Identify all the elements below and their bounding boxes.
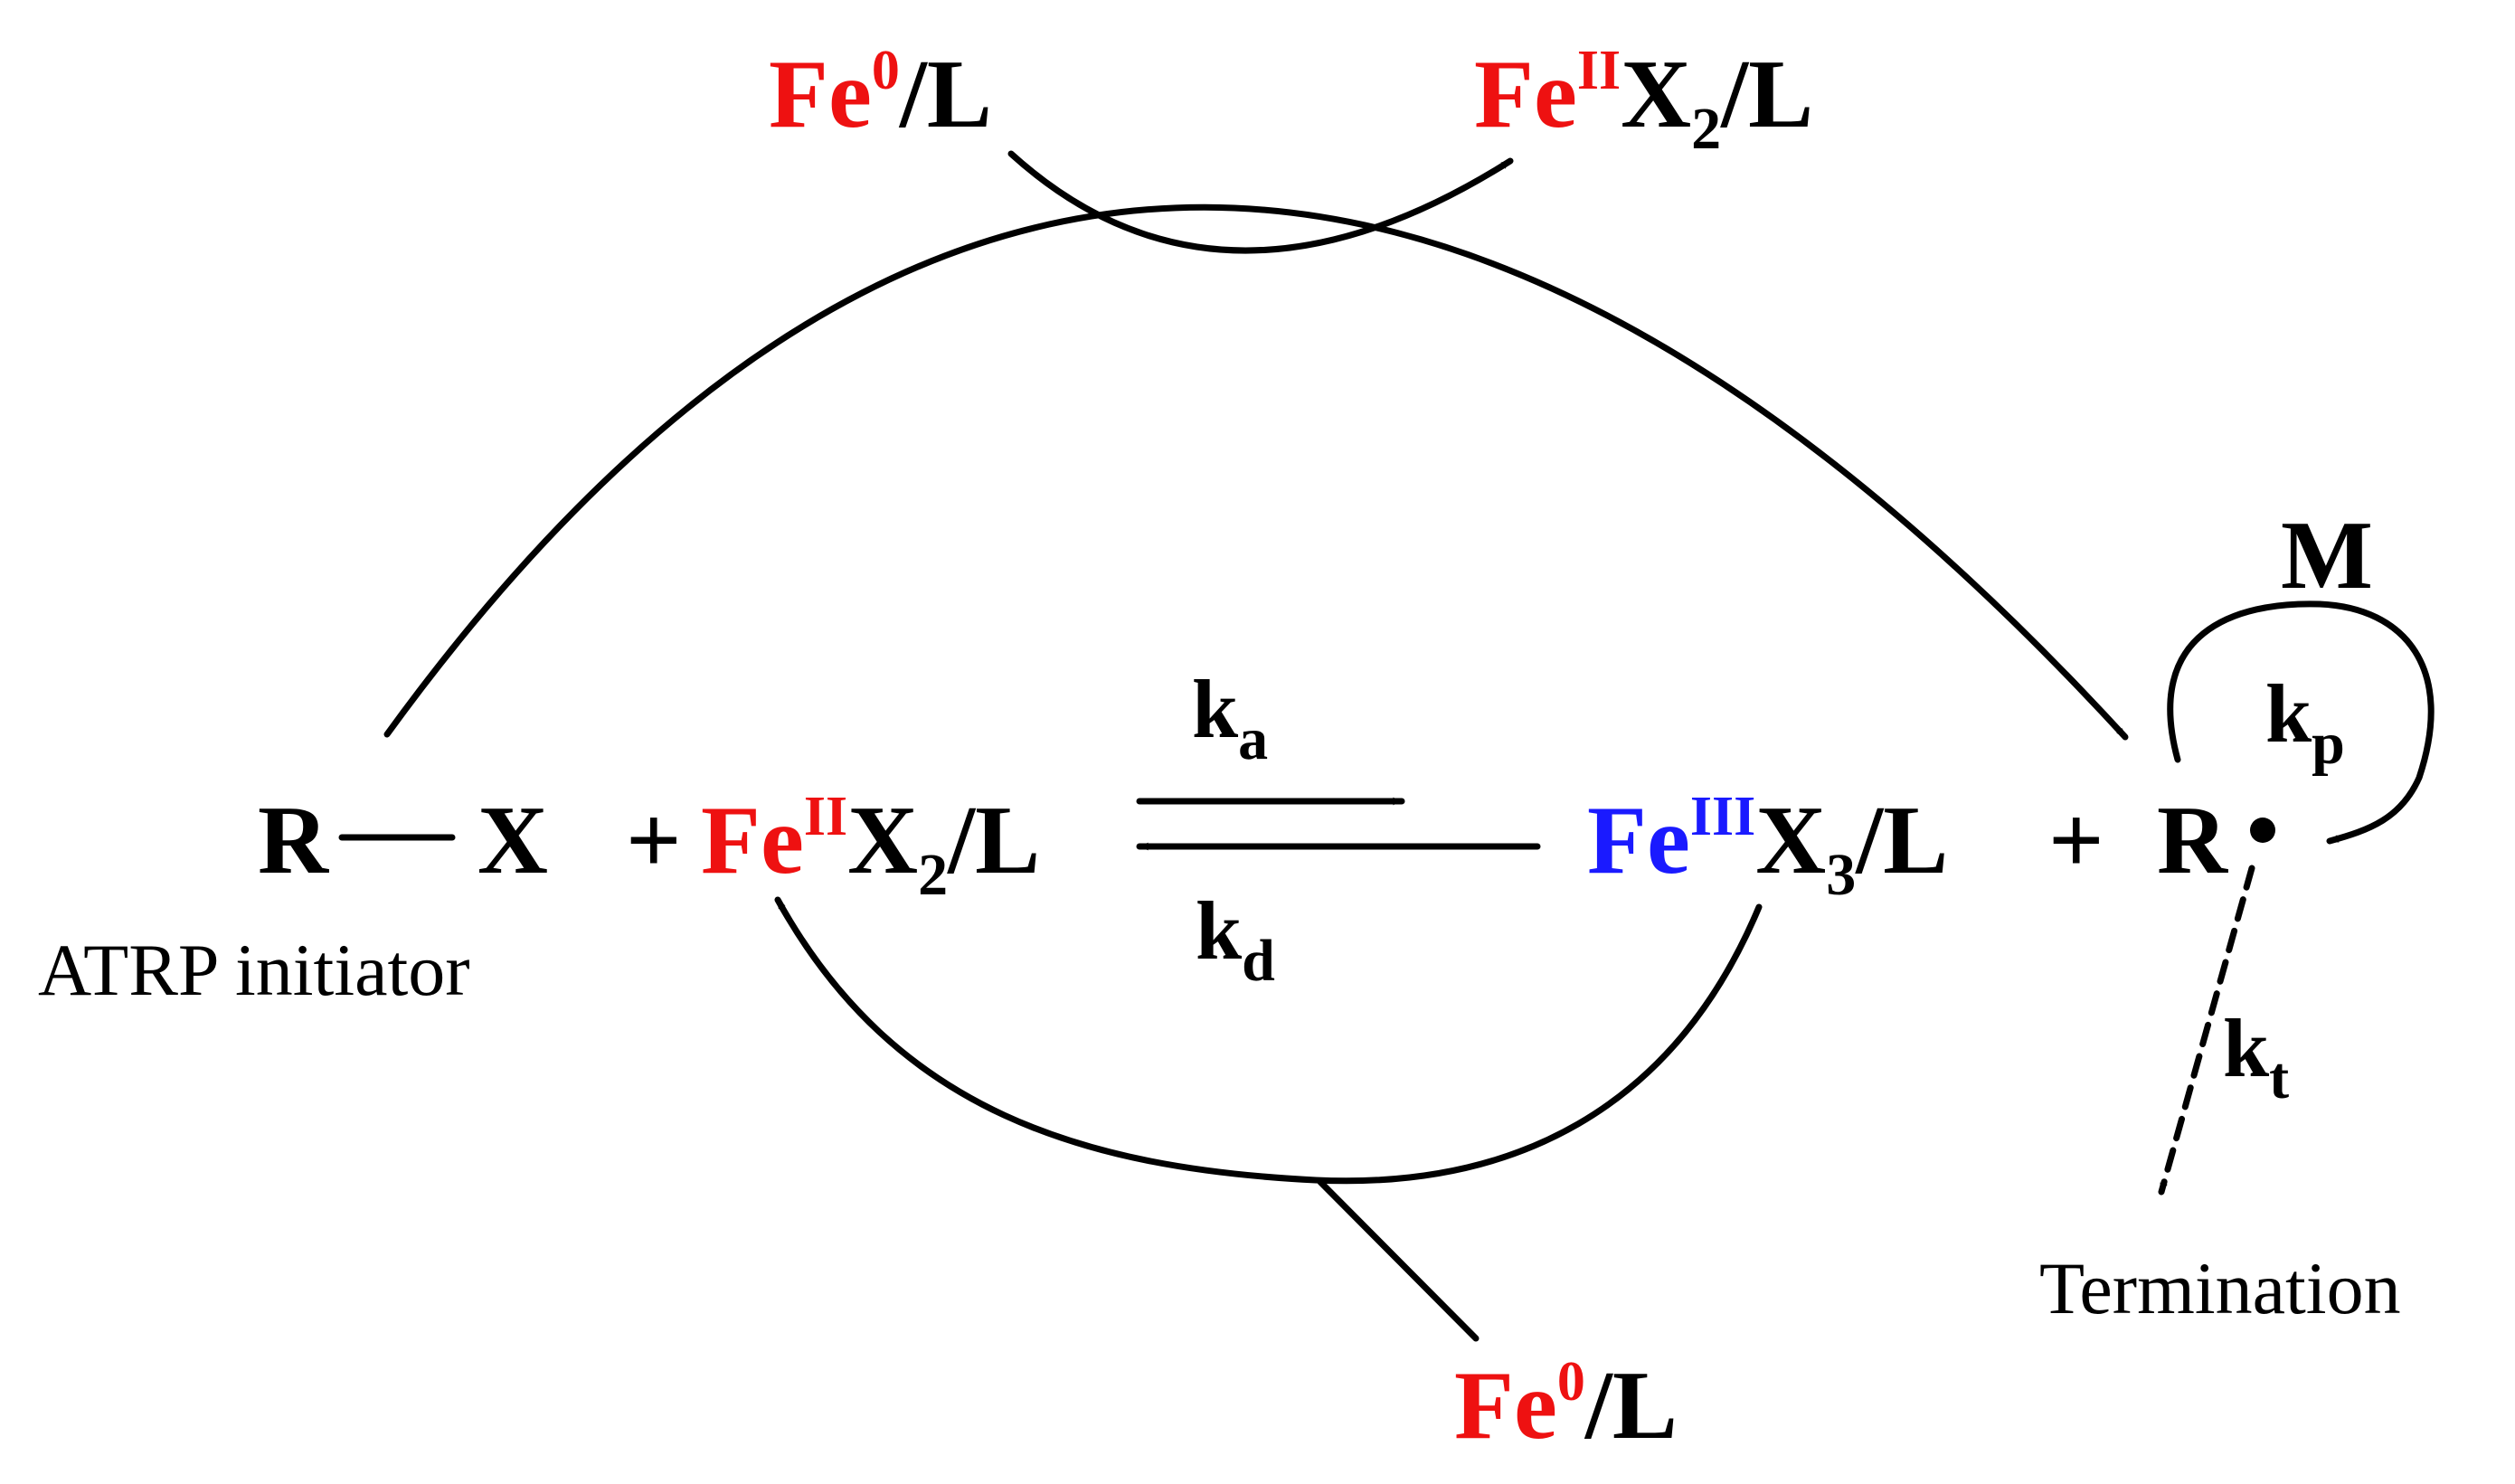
top-fe2-ligand: /L (1719, 41, 1813, 148)
bottom-fe0-ligand: /L (1584, 1352, 1678, 1460)
kp-rate-constant: kp (2265, 667, 2345, 777)
top-fe0-ligand: /L (898, 41, 992, 148)
kt-rate-constant: kt (2223, 1002, 2289, 1111)
right-fe3-ligand: /L (1854, 787, 1948, 894)
right-fe3-oxidation-state: III (1690, 786, 1755, 847)
propagation-loop-arrow (2167, 600, 2435, 845)
radical-dot (2250, 818, 2275, 843)
kt-k: k (2223, 1002, 2270, 1094)
left-plus-sign: + (626, 787, 682, 894)
kd-subscript: d (1242, 928, 1275, 994)
left-fe2-halide-count: 2 (918, 842, 948, 908)
regeneration-arc-arrow (774, 896, 1763, 1185)
top-fe2-oxidation-state: II (1577, 40, 1621, 101)
top-fe2-halide-count: 2 (1691, 96, 1721, 162)
left-fe2-halide: X (847, 787, 918, 894)
atrp-initiator-label: ATRP initiator (38, 929, 470, 1011)
ka-k: k (1192, 663, 1239, 755)
kp-k: k (2265, 667, 2312, 760)
top-reduction-arrow (1007, 150, 1514, 254)
radical-r-group: R (2157, 787, 2228, 894)
initiator-r-group: R (258, 787, 329, 894)
top-fe2-halide: X (1621, 41, 1691, 148)
ka-rate-constant: ka (1192, 663, 1268, 772)
left-fe2-ligand: /L (946, 787, 1040, 894)
top-fe2-formula: FeIIX2/L (1474, 40, 1813, 162)
termination-label: Termination (2039, 1247, 2401, 1329)
right-fe3-formula: FeIIIX3/L (1587, 786, 1948, 908)
kt-subscript: t (2269, 1045, 2289, 1111)
top-fe2-element: Fe (1474, 41, 1577, 148)
top-fe0-element: Fe (769, 41, 872, 148)
top-fe0-oxidation-state: 0 (872, 40, 900, 101)
activation-arc-arrow (383, 203, 2129, 741)
initiator-halide: X (477, 787, 548, 894)
bottom-fe0-element: Fe (1454, 1352, 1557, 1460)
bottom-fe0-formula: Fe0/L (1454, 1351, 1678, 1460)
kd-k: k (1196, 884, 1243, 977)
left-fe2-formula: FeIIX2/L (701, 786, 1040, 908)
kp-subscript: p (2312, 711, 2345, 777)
bottom-fe0-oxidation-state: 0 (1557, 1351, 1585, 1413)
kd-rate-constant: kd (1196, 884, 1275, 994)
left-fe2-oxidation-state: II (804, 786, 847, 847)
right-plus-sign: + (2048, 787, 2104, 894)
fe0-reductant-line (1317, 1178, 1480, 1342)
right-fe3-element: Fe (1587, 787, 1690, 894)
right-fe3-halide-count: 3 (1826, 842, 1856, 908)
monomer-label: M (2281, 502, 2373, 610)
left-fe2-element: Fe (701, 787, 804, 894)
termination-dashed-arrow (2158, 865, 2255, 1196)
top-fe0-formula: Fe0/L (769, 40, 992, 148)
right-fe3-halide: X (1755, 787, 1826, 894)
ka-subscript: a (1238, 706, 1268, 772)
